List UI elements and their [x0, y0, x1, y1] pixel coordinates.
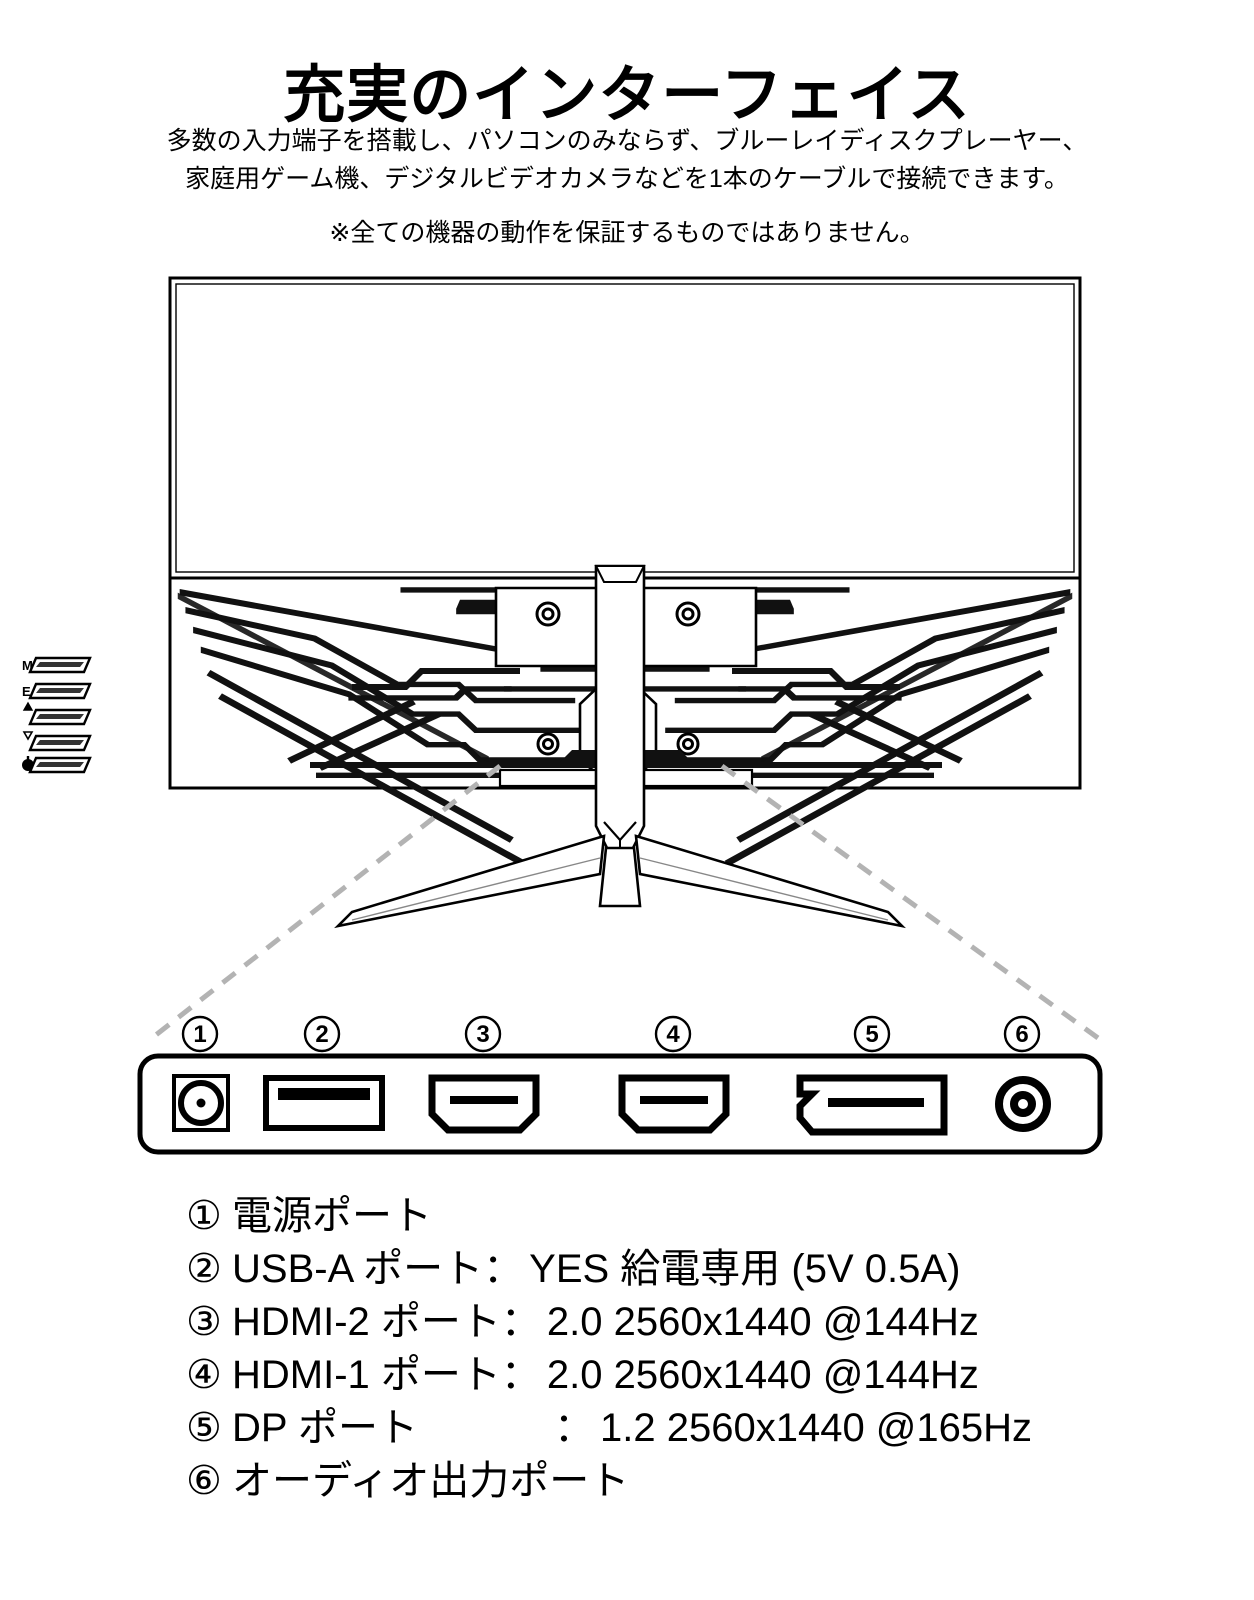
legend-number-1: ① [186, 1194, 222, 1238]
legend-number-2: ② [186, 1247, 222, 1291]
svg-text:1: 1 [193, 1021, 206, 1048]
svg-text:3: 3 [476, 1021, 489, 1048]
triangle-up-icon [22, 701, 34, 711]
osd-button-up[interactable] [22, 701, 92, 726]
legend-label-6: オーディオ出力ポート [232, 1459, 630, 1503]
io-callout-5: 5 [853, 1015, 891, 1053]
stand-base-left-leg [334, 834, 606, 929]
io-callout-2: 2 [303, 1015, 341, 1053]
zoom-callout-lines [150, 763, 1100, 1041]
disclaimer-note: ※全ての機器の動作を保証するものではありません。 [329, 219, 925, 247]
audio-out-jack[interactable] [995, 1076, 1051, 1132]
legend-label-5: DP ポート [232, 1406, 418, 1450]
svg-text:2: 2 [315, 1021, 328, 1048]
product-illustration: M E [0, 266, 1254, 1166]
io-callout-6: 6 [1003, 1015, 1041, 1053]
osd-button-menu-label: M [22, 658, 33, 673]
intro-line-2: 家庭用ゲーム機、デジタルビデオカメラなどを1本のケーブルで接続できます。 [185, 165, 1069, 193]
page-title: 充実のインターフェイス [283, 60, 971, 130]
osd-button-power[interactable] [22, 756, 92, 774]
legend-number-4: ④ [186, 1353, 222, 1397]
svg-text:5: 5 [865, 1021, 878, 1048]
io-callout-4: 4 [654, 1015, 692, 1053]
io-callout-numbers: 1 2 3 4 5 6 [181, 1015, 1041, 1053]
list-item: ② USB-A ポート ： YES 給電専用 (5V 0.5A) [186, 1243, 1206, 1296]
stand-base-right-highlight [639, 857, 889, 921]
intro-paragraph: 多数の入力端子を搭載し、パソコンのみならず、ブルーレイディスクプレーヤー、 家庭… [0, 122, 1254, 198]
stand-neck-top-chamfer [594, 565, 646, 583]
io-callout-1: 1 [181, 1015, 219, 1053]
dc-power-jack[interactable] [172, 1074, 230, 1132]
legend-number-6: ⑥ [186, 1459, 222, 1503]
stand-base-left-highlight [351, 857, 601, 921]
legend-spec-5: 1.2 2560x1440 @165Hz [600, 1406, 1033, 1450]
usb-a-port[interactable] [263, 1075, 385, 1131]
hdmi-1-port[interactable] [618, 1074, 730, 1134]
legend-number-5: ⑤ [186, 1406, 222, 1450]
list-item: ① 電源ポート [186, 1190, 1206, 1243]
list-item: ⑤ DP ポート ： 1.2 2560x1440 @165Hz [186, 1402, 1206, 1455]
io-callout-3: 3 [464, 1015, 502, 1053]
legend-label-1: 電源ポート [232, 1194, 432, 1238]
io-port-panel [137, 1053, 1103, 1155]
hdmi-2-port[interactable] [428, 1074, 540, 1134]
list-item: ④ HDMI-1 ポート ： 2.0 2560x1440 @144Hz [186, 1349, 1206, 1402]
stand-base-right-leg [634, 834, 906, 929]
legend-separator-4: ： [500, 1353, 541, 1397]
osd-button-exit[interactable]: E [22, 682, 92, 700]
list-item: ⑥ オーディオ出力ポート [186, 1455, 1206, 1508]
legend-spec-3: 2.0 2560x1440 @144Hz [546, 1300, 979, 1344]
osd-button-exit-label: E [22, 684, 31, 699]
svg-text:6: 6 [1015, 1021, 1028, 1048]
monitor-rear-view: M E [22, 276, 1082, 929]
osd-button-down[interactable] [22, 731, 92, 752]
legend-label-2: USB-A ポート [232, 1247, 484, 1291]
stand-neck [594, 564, 646, 868]
rear-shoulder-trace-right [732, 668, 900, 690]
legend-separator-2: ： [483, 1247, 524, 1291]
legend-number-3: ③ [186, 1300, 222, 1344]
legend-label-4: HDMI-1 ポート [232, 1353, 501, 1397]
osd-button-cluster[interactable]: M E [22, 656, 92, 774]
legend-spec-2: YES 給電専用 (5V 0.5A) [529, 1247, 961, 1291]
legend-separator-3: ： [500, 1300, 541, 1344]
monitor-stand [334, 564, 906, 929]
stand-base-center-post [598, 846, 642, 908]
monitor-and-ports-diagram: M E [22, 276, 1103, 1155]
legend-label-3: HDMI-2 ポート [232, 1300, 501, 1344]
legend-spec-4: 2.0 2560x1440 @144Hz [546, 1353, 979, 1397]
intro-line-1: 多数の入力端子を搭載し、パソコンのみならず、ブルーレイディスクプレーヤー、 [166, 127, 1088, 155]
vesa-screw-holes [535, 601, 701, 756]
port-legend-list: ① 電源ポート ② USB-A ポート ： YES 給電専用 (5V 0.5A)… [186, 1190, 1206, 1508]
triangle-down-icon [22, 731, 34, 741]
osd-button-menu[interactable]: M [22, 656, 92, 674]
svg-text:4: 4 [666, 1021, 680, 1048]
list-item: ③ HDMI-2 ポート ： 2.0 2560x1440 @144Hz [186, 1296, 1206, 1349]
rear-shoulder-trace-left [352, 668, 520, 690]
displayport-port[interactable] [796, 1074, 948, 1136]
monitor-screen-inner-bezel [175, 283, 1075, 573]
legend-separator-5: ： [554, 1406, 594, 1450]
